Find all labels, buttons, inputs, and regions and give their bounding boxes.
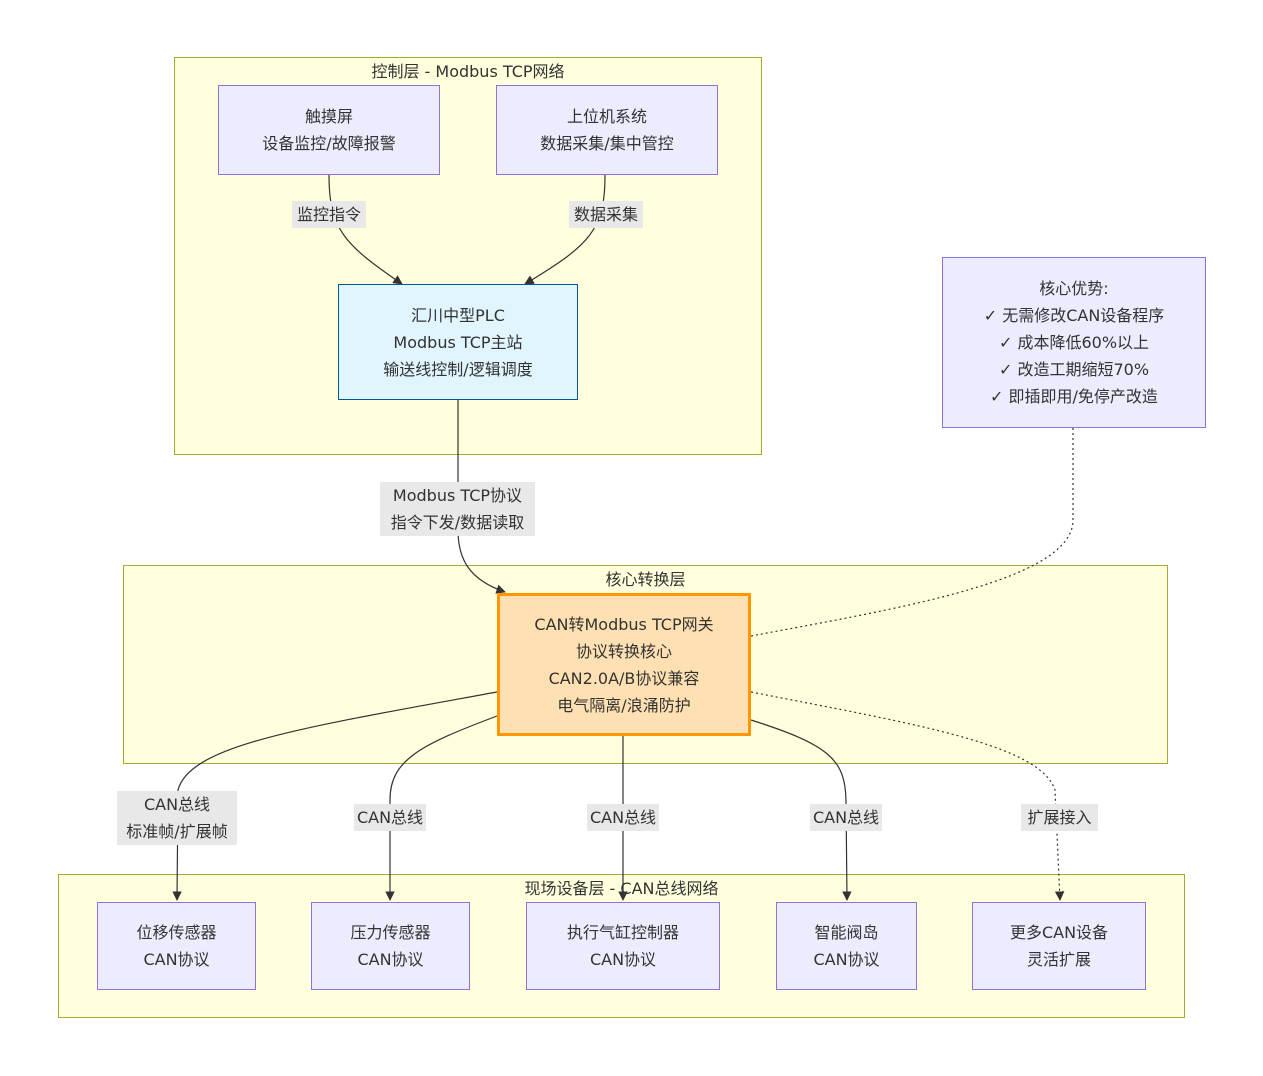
gateway-node: CAN转Modbus TCP网关 协议转换核心 CAN2.0A/B协议兼容 电气…: [497, 593, 751, 736]
advantage-item-2: ✓ 成本降低60%以上: [998, 333, 1150, 352]
plc-node: 汇川中型PLC Modbus TCP主站 输送线控制/逻辑调度: [338, 284, 578, 400]
plc-role: Modbus TCP主站: [393, 332, 523, 352]
displacement-title: 位移传感器: [136, 923, 217, 942]
edge-gateway-more: [750, 691, 1065, 901]
edge-gateway-displacement: [172, 691, 498, 901]
touchscreen-desc: 设备监控/故障报警: [262, 134, 396, 153]
host-node: 上位机系统 数据采集/集中管控: [496, 85, 718, 175]
valve-island-node: 智能阀岛 CAN协议: [776, 902, 917, 990]
host-title: 上位机系统: [566, 107, 647, 126]
advantage-item-4: ✓ 即插即用/免停产改造: [990, 387, 1158, 406]
cylinder-title: 执行气缸控制器: [566, 923, 679, 942]
advantages-title: 核心优势:: [1039, 279, 1109, 298]
plc-title: 汇川中型PLC: [411, 305, 505, 325]
touchscreen-title: 触摸屏: [304, 107, 353, 126]
gateway-title: CAN转Modbus TCP网关: [534, 614, 714, 634]
edge-label-can-std-ext-line2: 标准帧/扩展帧: [126, 822, 228, 841]
field-layer-title: 现场设备层 - CAN总线网络: [524, 879, 719, 898]
edge-label-modbus-line1: Modbus TCP协议: [392, 486, 523, 505]
more-devices-node: 更多CAN设备 灵活扩展: [972, 902, 1146, 990]
control-layer-title: 控制层 - Modbus TCP网络: [371, 62, 565, 81]
valve-title: 智能阀岛: [814, 923, 879, 942]
gateway-role: 协议转换核心: [575, 641, 672, 661]
gateway-compat: CAN2.0A/B协议兼容: [548, 668, 700, 688]
edge-label-can-bus-valve: CAN总线: [810, 804, 882, 831]
edge-label-can-std-ext: CAN总线 标准帧/扩展帧: [117, 791, 237, 845]
valve-protocol: CAN协议: [813, 950, 880, 969]
displacement-sensor-node: 位移传感器 CAN协议: [97, 902, 256, 990]
edge-label-data-collect: 数据采集: [569, 201, 643, 228]
edge-gateway-valve: [750, 719, 852, 901]
edge-label-extend: 扩展接入: [1021, 804, 1098, 831]
edge-label-modbus-line2: 指令下发/数据读取: [390, 513, 525, 532]
advantage-item-1: ✓ 无需修改CAN设备程序: [983, 306, 1165, 325]
edge-label-can-bus-cylinder: CAN总线: [587, 804, 659, 831]
gateway-protection: 电气隔离/浪涌防护: [557, 695, 691, 715]
edge-label-modbus: Modbus TCP协议 指令下发/数据读取: [380, 482, 535, 536]
edge-host-plc: [524, 174, 606, 285]
advantages-note: 核心优势: ✓ 无需修改CAN设备程序 ✓ 成本降低60%以上 ✓ 改造工期缩短…: [942, 257, 1206, 428]
plc-desc: 输送线控制/逻辑调度: [383, 359, 533, 379]
edge-label-can-std-ext-line1: CAN总线: [143, 795, 211, 814]
edge-touchscreen-plc: [328, 174, 403, 285]
displacement-protocol: CAN协议: [143, 950, 210, 969]
cylinder-controller-node: 执行气缸控制器 CAN协议: [526, 902, 720, 990]
touchscreen-node: 触摸屏 设备监控/故障报警: [218, 85, 440, 175]
more-desc: 灵活扩展: [1026, 950, 1091, 969]
edge-advantages-gateway: [750, 428, 1074, 637]
host-desc: 数据采集/集中管控: [540, 134, 674, 153]
pressure-protocol: CAN协议: [357, 950, 424, 969]
advantage-item-3: ✓ 改造工期缩短70%: [998, 360, 1150, 379]
more-title: 更多CAN设备: [1009, 923, 1109, 942]
cylinder-protocol: CAN协议: [589, 950, 657, 969]
pressure-sensor-node: 压力传感器 CAN协议: [311, 902, 470, 990]
edge-gateway-pressure: [385, 715, 498, 901]
pressure-title: 压力传感器: [350, 923, 431, 942]
core-layer-title: 核心转换层: [605, 570, 686, 589]
edge-label-can-bus-pressure: CAN总线: [354, 804, 426, 831]
edge-label-monitor-cmd: 监控指令: [292, 201, 366, 228]
